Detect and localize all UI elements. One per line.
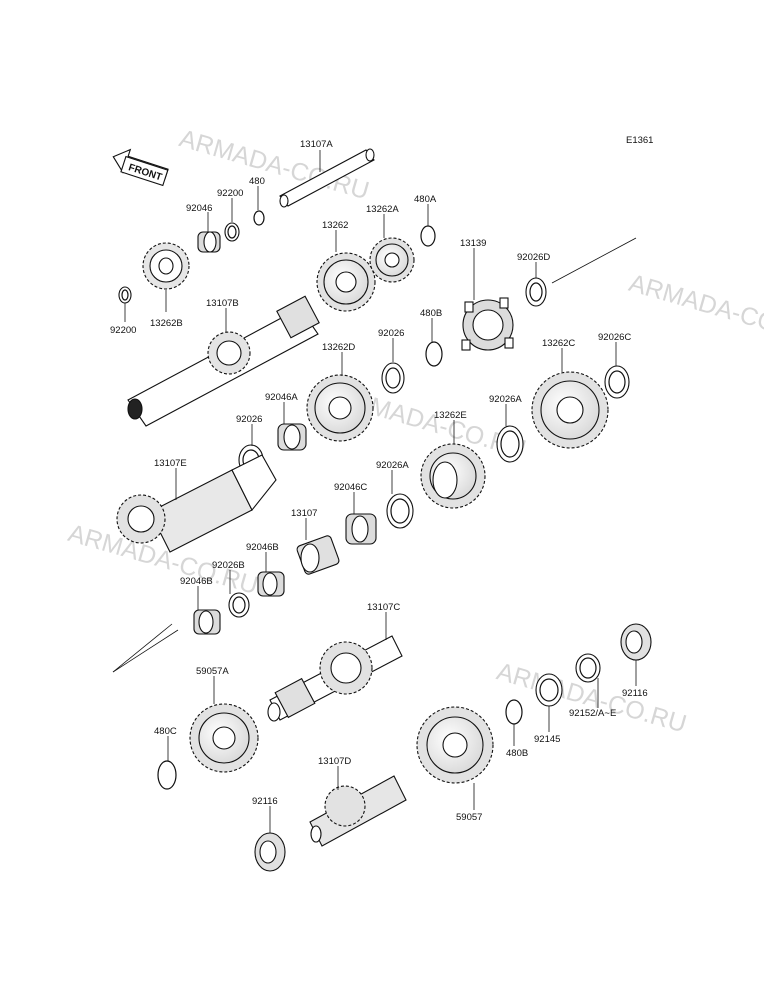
label-92200-left: 92200 [110,325,136,336]
diagram-code: E1361 [626,135,653,146]
bearing-92116-right [620,623,652,661]
shaft-13107a [279,148,375,208]
label-13262d: 13262D [322,342,355,353]
label-13262: 13262 [322,220,348,231]
circlip-480b-bottom [505,699,523,725]
label-480b-bottom: 480B [506,748,528,759]
front-arrow-icon: FRONT [112,148,169,187]
leader-lines [124,150,637,833]
washer-92200-top [224,222,240,242]
needle-bearing-92046a [277,423,307,451]
shaft-13107e [116,454,277,553]
circlip-480c [157,760,177,790]
label-13107b: 13107B [206,298,239,309]
washer-92200-left [118,286,132,304]
label-480b-top: 480B [420,308,442,319]
label-92046: 92046 [186,203,212,214]
needle-bearing-92046b-left [193,609,221,635]
label-480c: 480C [154,726,177,737]
label-59057: 59057 [456,812,482,823]
shaft-13107d [309,775,407,847]
circlip-480b-top [425,341,443,367]
label-92116-right: 92116 [622,688,648,699]
gear-13262b [142,242,190,290]
shaft-13107c [267,635,403,722]
washer-92026c [604,365,630,399]
label-13139: 13139 [460,238,486,249]
label-92200-top: 92200 [217,188,243,199]
washer-92026-a [381,362,405,394]
label-13107c: 13107C [367,602,400,613]
label-92145: 92145 [534,734,560,745]
label-92026-b: 92026 [236,414,262,425]
label-92026b: 92026B [212,560,245,571]
label-92116-bottom: 92116 [252,796,278,807]
gear-13262d [306,374,374,442]
shim-92152 [575,653,601,683]
watermark: ARMADA-CO.RU [626,269,764,350]
shaft-13107b [127,295,320,427]
gear-13262c [531,371,609,449]
gear-59057 [416,706,494,784]
label-13107: 13107 [291,508,317,519]
label-13107a: 13107A [300,139,333,150]
label-92026a-right: 92026A [489,394,522,405]
washer-92026d [525,277,547,307]
label-92046b-right: 92046B [246,542,279,553]
label-13107e: 13107E [154,458,187,469]
label-13262b: 13262B [150,318,183,329]
label-13262c: 13262C [542,338,575,349]
washer-92026b [228,592,250,618]
shift-dog-13139 [461,297,514,351]
guide-lines [112,237,637,673]
label-13262e: 13262E [434,410,467,421]
needle-bearing-92046b-right [257,571,285,597]
label-480a: 480A [414,194,437,205]
gear-13262 [316,252,376,312]
needle-bearing-92046c [345,513,377,545]
spring-washer-92145 [535,673,563,707]
label-13107d: 13107D [318,756,351,767]
label-92026-a: 92026 [378,328,404,339]
label-13262a: 13262A [366,204,399,215]
circlip-480a [420,225,436,247]
label-59057a: 59057A [196,666,229,677]
label-92026c: 92026C [598,332,631,343]
bearing-92116-bottom [254,832,286,872]
gear-13262a [369,237,415,283]
label-92046c: 92046C [334,482,367,493]
label-92046b-left: 92046B [180,576,213,587]
label-92152: 92152/A~E [569,708,616,719]
washer-92026a-right [496,425,524,463]
watermarks: ARMADA-CO.RU ARMADA-CO.RU ARMADA-CO.RU A… [65,124,764,738]
gear-13262e [420,443,486,509]
washer-92026a-left [386,493,414,529]
needle-bearing-92046 [197,231,221,253]
label-92026d: 92026D [517,252,550,263]
part-labels: 13107A 480 92200 92046 13262 13262A 480A… [110,139,648,823]
label-480: 480 [249,176,265,187]
collar-13107 [296,535,340,575]
gear-59057a [189,703,259,773]
label-92046a: 92046A [265,392,298,403]
label-92026a-left: 92026A [376,460,409,471]
circlip-480 [253,210,265,226]
